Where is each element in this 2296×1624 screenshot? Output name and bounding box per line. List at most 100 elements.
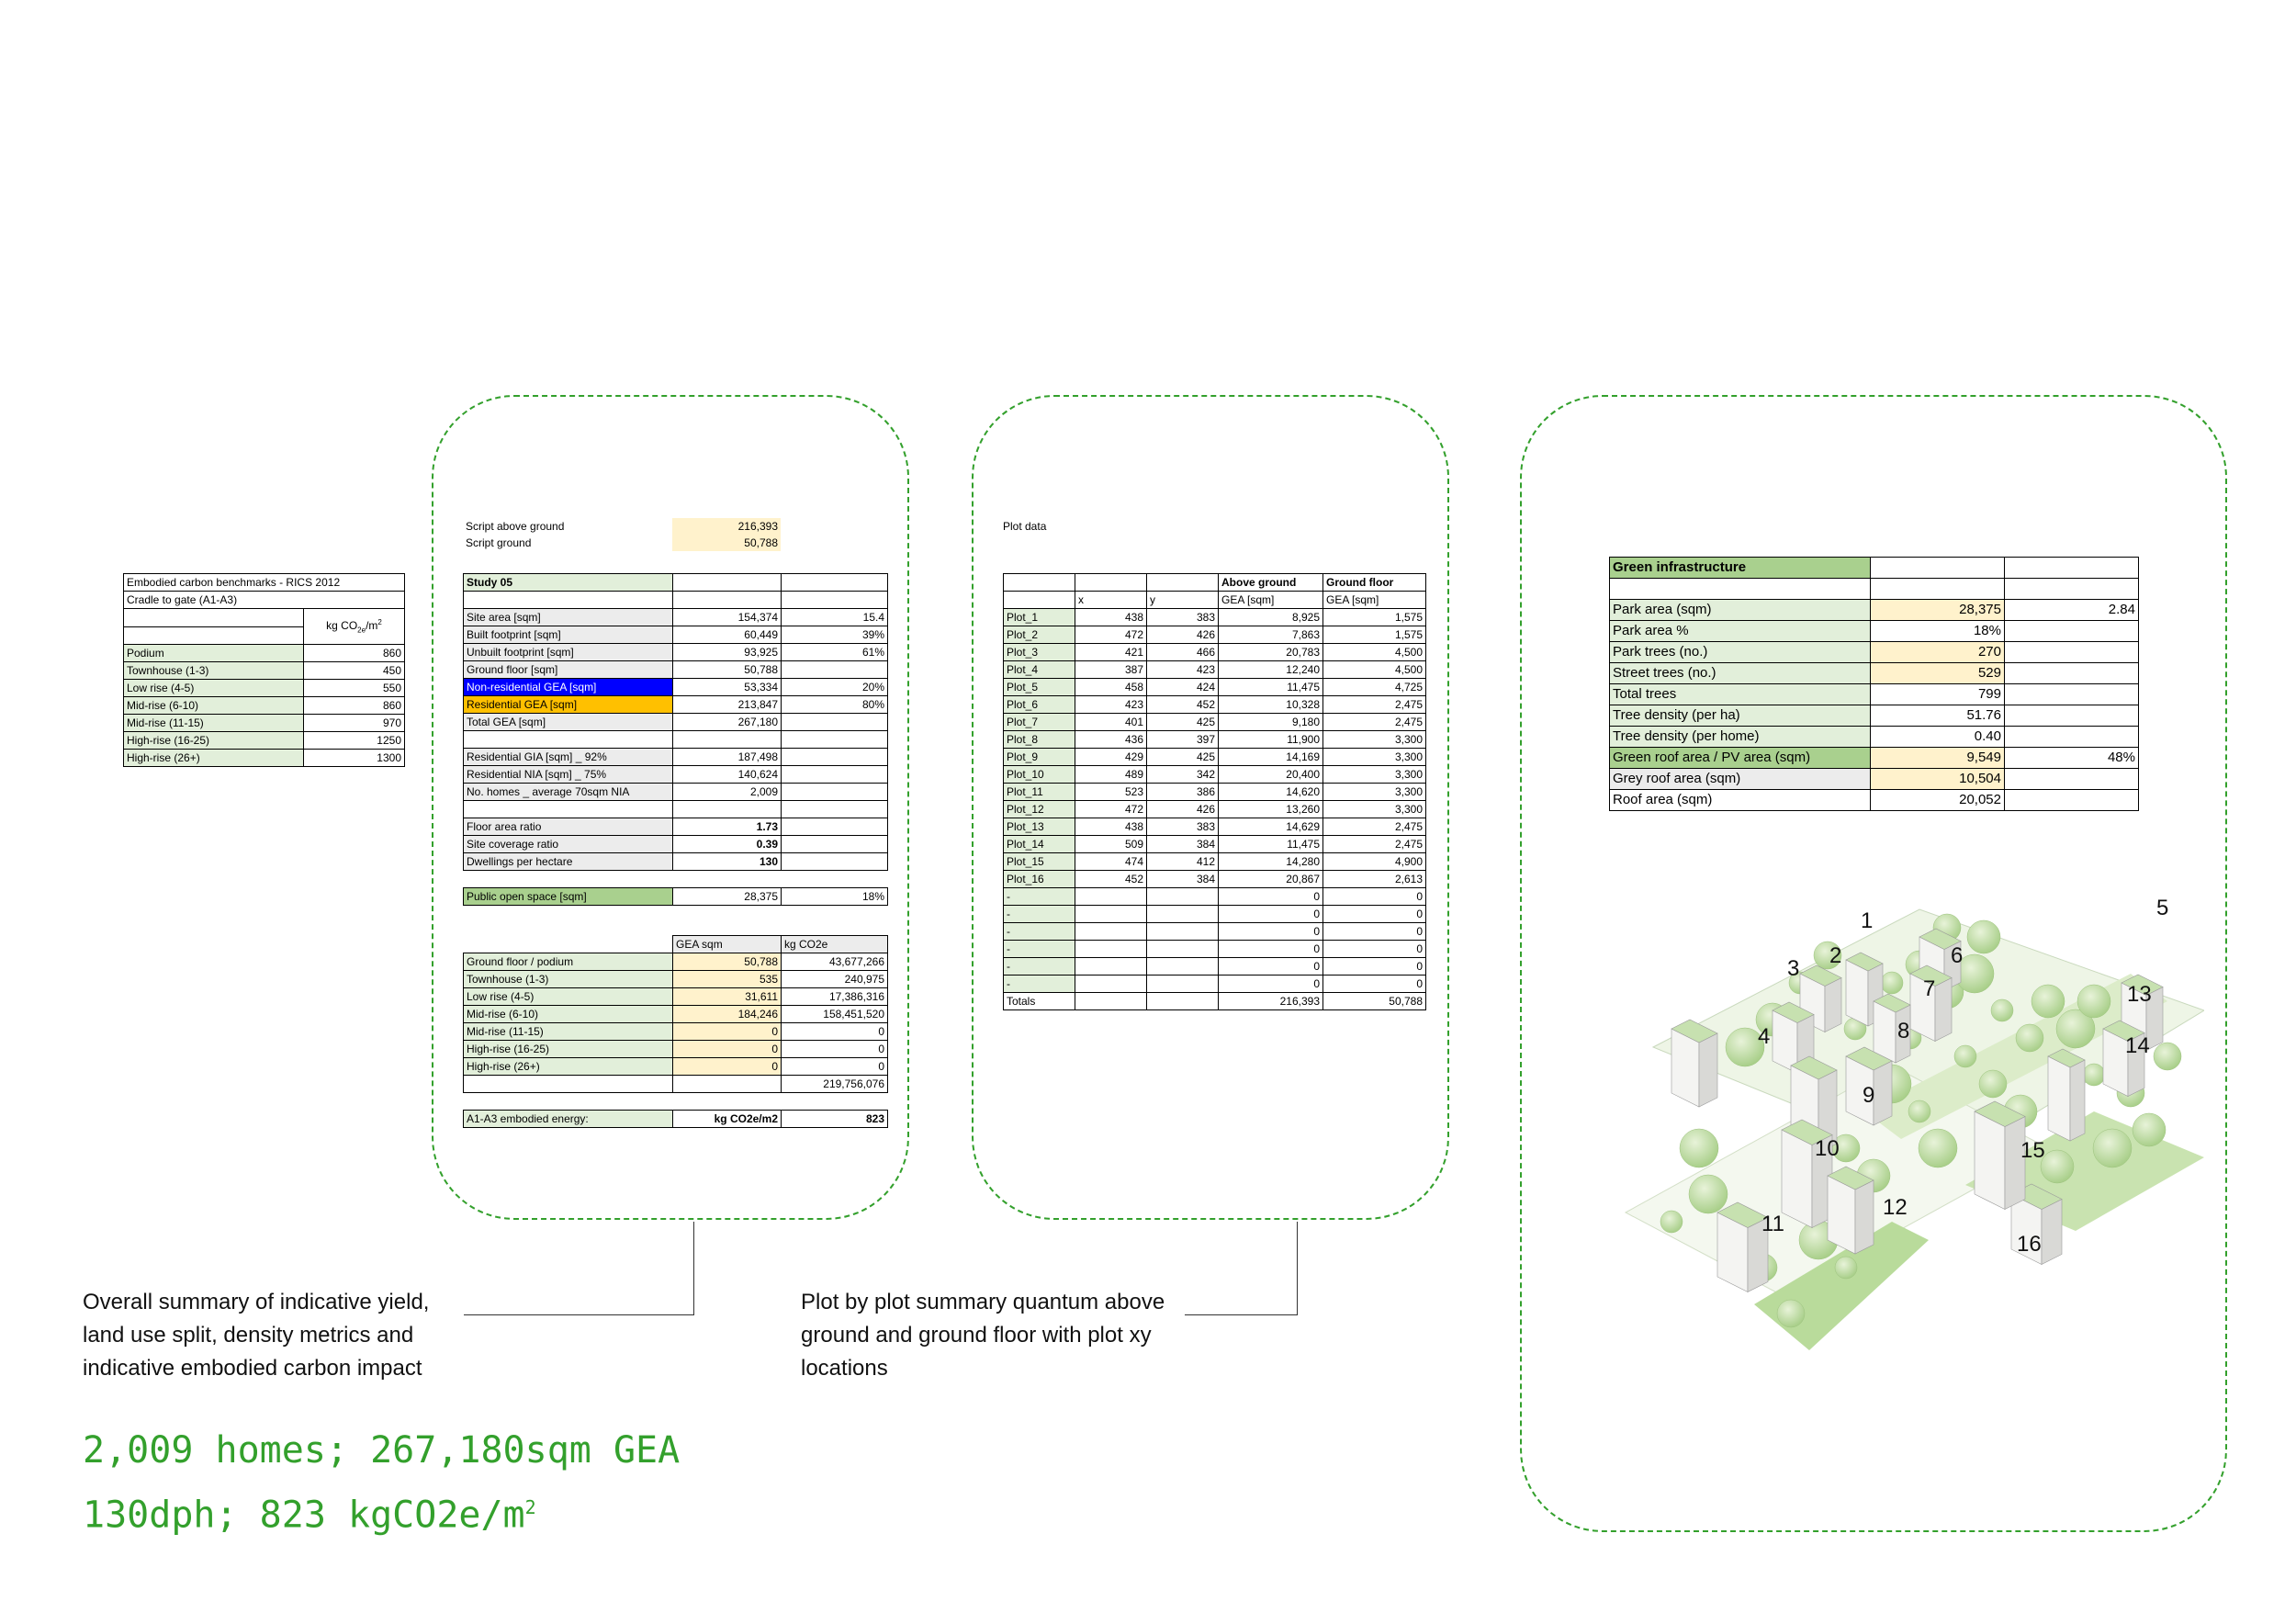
plot-x: 438 [1075, 608, 1147, 626]
plot-above-gea: 14,620 [1218, 783, 1323, 801]
plot-number-label: 13 [2127, 982, 2152, 1007]
plot-number-label: 15 [2020, 1138, 2045, 1163]
plot-x: 387 [1075, 660, 1147, 679]
tree [2132, 1112, 2167, 1147]
plot-y: 342 [1146, 765, 1219, 784]
headline-line-2: 130dph; 823 kgCO2e/m2 [83, 1494, 536, 1537]
tree [2077, 984, 2111, 1019]
plot-name: - [1003, 905, 1075, 923]
plot-y: 383 [1146, 818, 1219, 836]
plot-above-gea: 10,328 [1218, 695, 1323, 714]
plot-ground-gea: 0 [1322, 905, 1426, 923]
plot-above-gea: 13,260 [1218, 800, 1323, 818]
plot-number-label: 5 [2156, 896, 2168, 920]
plot-ground-gea: 4,725 [1322, 678, 1426, 696]
carbon-row-co2: 17,386,316 [781, 987, 888, 1006]
study-summary-frame [432, 395, 909, 1220]
tree [1990, 998, 2014, 1022]
tree [2082, 1063, 2106, 1087]
res-gia-label: Residential GIA [sqm] _ 92% [463, 748, 673, 766]
plot-ground-gea: 0 [1322, 975, 1426, 993]
plot-ground-gea: 4,900 [1322, 852, 1426, 871]
carbon-row-label: Mid-rise (11-15) [463, 1022, 673, 1041]
carbon-row-gea: 31,611 [672, 987, 782, 1006]
green-row-label: Park area % [1609, 620, 1871, 642]
plot-name: Plot_14 [1003, 835, 1075, 853]
res-gea-pct: 80% [781, 695, 888, 714]
plot-number-label: 12 [1883, 1195, 1908, 1220]
plot-name: - [1003, 975, 1075, 993]
benchmark-value: 970 [303, 714, 405, 732]
total-gea-value: 267,180 [672, 713, 782, 731]
green-row-extra [2004, 726, 2139, 748]
script-ground-label: Script ground [466, 536, 532, 549]
green-row-value: 529 [1870, 662, 2005, 684]
carbon-row-label: High-rise (16-25) [463, 1040, 673, 1058]
plot-y: 384 [1146, 835, 1219, 853]
plot-name: Plot_2 [1003, 626, 1075, 644]
tree [2153, 1042, 2182, 1071]
plot-above-gea: 8,925 [1218, 608, 1323, 626]
plot-y: 412 [1146, 852, 1219, 871]
plot-x: 423 [1075, 695, 1147, 714]
plot-name: Plot_12 [1003, 800, 1075, 818]
benchmark-row: High-rise (16-25)1250 [123, 731, 405, 750]
ground-floor-label: Ground floor [sqm] [463, 660, 673, 679]
tree [2031, 984, 2065, 1019]
plot-ground-gea: 1,575 [1322, 626, 1426, 644]
plot-name: Plot_6 [1003, 695, 1075, 714]
plot-x: 472 [1075, 800, 1147, 818]
building [1827, 1166, 1874, 1255]
benchmark-label: Podium [123, 644, 304, 662]
benchmarks-title: Embodied carbon benchmarks - RICS 2012 [123, 573, 405, 592]
green-row-extra [2004, 641, 2139, 663]
plot-y [1146, 957, 1219, 976]
plot-y: 383 [1146, 608, 1219, 626]
carbon-row-co2: 158,451,520 [781, 1005, 888, 1023]
plot-y: 423 [1146, 660, 1219, 679]
plot-data-title: Plot data [1003, 520, 1047, 533]
carbon-row-gea: 0 [672, 1040, 782, 1058]
plot-ground-gea: 1,575 [1322, 608, 1426, 626]
plot-x: 452 [1075, 870, 1147, 888]
plot-above-gea: 12,240 [1218, 660, 1323, 679]
green-row-extra [2004, 683, 2139, 705]
carbon-row-label: Mid-rise (6-10) [463, 1005, 673, 1023]
green-row: Street trees (no.)529 [1609, 662, 2139, 684]
building [2047, 1048, 2086, 1142]
green-row-value: 18% [1870, 620, 2005, 642]
green-row-extra [2004, 620, 2139, 642]
plot-x [1075, 905, 1147, 923]
plot-y: 426 [1146, 626, 1219, 644]
green-infrastructure-frame [1520, 395, 2227, 1532]
plot-above-gea: 0 [1218, 975, 1323, 993]
plot-y: 426 [1146, 800, 1219, 818]
plot-y: 386 [1146, 783, 1219, 801]
benchmark-row: Mid-rise (11-15)970 [123, 714, 405, 732]
plot-number-label: 11 [1761, 1212, 1784, 1236]
plot-ground-gea: 0 [1322, 940, 1426, 958]
plot-header-above: Above ground [1218, 573, 1323, 592]
benchmark-value: 860 [303, 644, 405, 662]
plot-header-gea-above: GEA [sqm] [1218, 591, 1323, 609]
building [1845, 1046, 1893, 1126]
plot-ground-gea: 2,613 [1322, 870, 1426, 888]
unbuilt-footprint-value: 93,925 [672, 643, 782, 661]
energy-label: A1-A3 embodied energy: [463, 1110, 673, 1128]
green-row-extra [2004, 705, 2139, 727]
green-row-value: 28,375 [1870, 599, 2005, 621]
building [1671, 1019, 1718, 1108]
tree [1966, 919, 2001, 954]
green-row-label: Tree density (per home) [1609, 726, 1871, 748]
